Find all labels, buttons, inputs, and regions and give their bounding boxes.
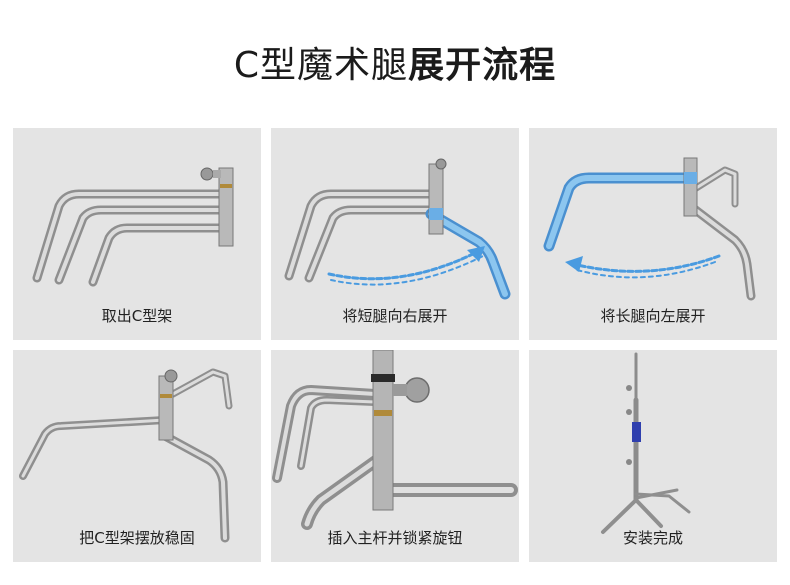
step-caption: 安装完成 [622,529,683,547]
step-caption: 插入主杆并锁紧旋钮 [327,529,463,547]
step-caption: 把C型架摆放稳固 [79,529,195,547]
page-title-bold: 展开流程 [408,45,557,86]
page-title: C型魔术腿展开流程 [0,44,790,88]
c-stand-short-leg-open-image [284,158,511,300]
step-panel-2: 将短腿向右展开 [271,128,519,340]
c-stand-placed-image [19,368,233,543]
c-stand-assembled-image [601,352,691,534]
step-caption: 将长腿向左展开 [600,307,706,325]
step-panel-4: 把C型架摆放稳固 [13,350,261,562]
step-caption: 将短腿向右展开 [342,307,448,325]
step-panel-3: 将长腿向左展开 [529,128,777,340]
step-panel-1: 取出C型架 [13,128,261,340]
step-caption: 取出C型架 [101,307,173,325]
page-title-light: C型魔术腿 [233,45,409,86]
c-stand-legs-stacked-image [32,167,234,287]
step-panel-5: 插入主杆并锁紧旋钮 [271,350,519,562]
main-pole-insert-image [272,350,518,530]
c-stand-long-leg-open-image [543,157,756,301]
step-panel-6: 安装完成 [529,350,777,562]
